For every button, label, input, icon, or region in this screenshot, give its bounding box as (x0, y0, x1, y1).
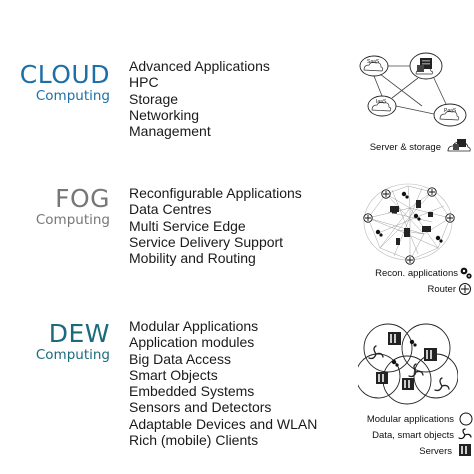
cloud-heading: CLOUD Computing (0, 60, 110, 105)
router-icon (459, 283, 471, 295)
router-icons (363, 187, 455, 265)
list-item: Multi Service Edge (129, 217, 246, 234)
list-item: Big Data Access (129, 350, 231, 367)
fog-heading: FOG Computing (0, 184, 110, 229)
modular-applications-legend-label: Modular applications (366, 414, 454, 425)
list-item: Management (129, 123, 211, 140)
list-item: Rich (mobile) Clients (129, 432, 259, 449)
list-item: Reconfigurable Applications (129, 185, 302, 201)
fog-subtitle: Computing (35, 212, 110, 228)
dew-circles-diagram (358, 323, 458, 405)
list-item: Modular Applications (129, 318, 259, 334)
dew-title: DEW (48, 319, 110, 348)
dew-heading: DEW Computing (0, 319, 110, 364)
list-item: Advanced Applications (129, 58, 270, 74)
list-item: Smart Objects (129, 366, 218, 383)
gear-icons (375, 191, 443, 243)
server-storage-legend-label: Server & storage (369, 142, 441, 153)
fog-mesh-diagram (363, 183, 455, 265)
list-item: Application modules (129, 334, 255, 351)
server-storage-icon (417, 58, 432, 72)
list-item: Data Centres (129, 201, 212, 218)
list-item: HPC (129, 74, 159, 91)
list-item: Networking (129, 106, 200, 123)
fog-title: FOG (55, 184, 110, 213)
cloud-subtitle: Computing (35, 88, 110, 104)
recon-applications-legend-label: Recon. applications (375, 268, 458, 279)
fan-icons (368, 345, 450, 392)
list-item: Mobility and Routing (129, 250, 256, 267)
cloud-feature-list: Advanced Applications HPC Storage Networ… (129, 58, 270, 139)
paas-label: PaaS (444, 108, 457, 114)
cloud-diagram: SaaS IaaS PaaS (359, 52, 467, 127)
fan-icon (458, 428, 472, 440)
cloud-title: CLOUD (19, 60, 110, 89)
dew-subtitle: Computing (35, 347, 110, 363)
router-legend-label: Router (427, 284, 456, 295)
list-item: Storage (129, 90, 179, 107)
server-icons (376, 332, 437, 390)
saas-label: SaaS (367, 59, 380, 65)
list-item: Embedded Systems (129, 383, 255, 400)
gear-icons (391, 339, 417, 367)
gear-icon (460, 267, 472, 279)
dew-feature-list: Modular Applications Application modules… (129, 318, 317, 448)
list-item: Adaptable Devices and WLAN (129, 415, 318, 432)
fog-feature-list: Reconfigurable Applications Data Centres… (129, 185, 302, 266)
paas-node (433, 103, 467, 127)
server-icon (459, 444, 471, 456)
list-item: Sensors and Detectors (129, 399, 272, 416)
device-icons (390, 200, 433, 245)
servers-legend-label: Servers (419, 446, 452, 457)
data-smart-objects-legend-label: Data, smart objects (372, 430, 454, 441)
circle-icon (459, 412, 473, 426)
iaas-label: IaaS (376, 99, 387, 105)
list-item: Service Delivery Support (129, 233, 284, 250)
server-storage-legend-icon (447, 139, 471, 152)
